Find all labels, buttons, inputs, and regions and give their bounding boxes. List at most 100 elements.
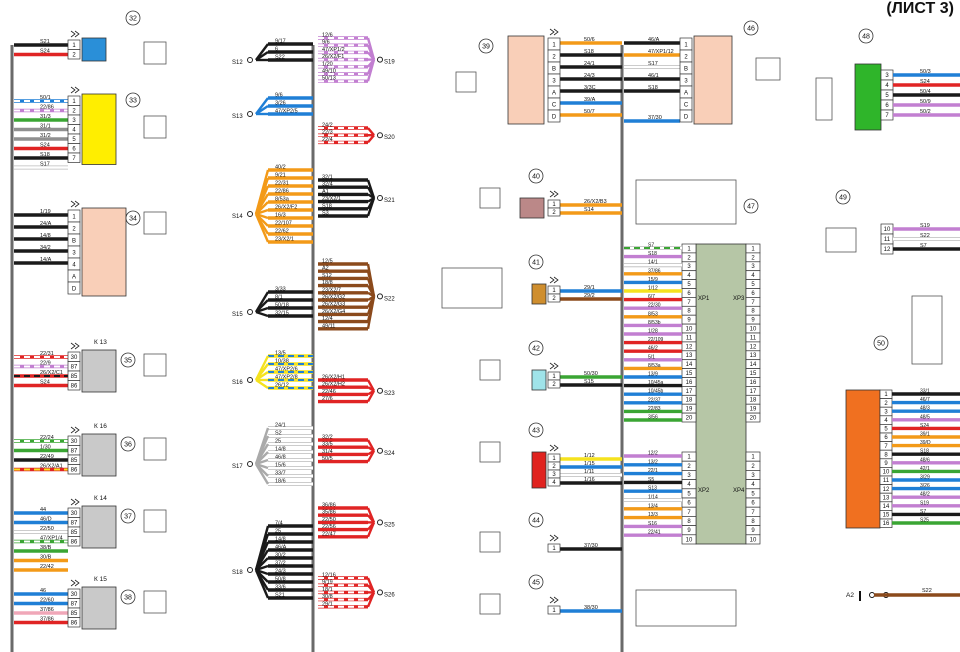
- pin-number: 2: [687, 255, 691, 261]
- splice-label: S22: [922, 588, 932, 594]
- ecu-port-label: XP1: [698, 296, 710, 302]
- wire-label: 15/9: [648, 277, 658, 283]
- pin-number: 1: [552, 43, 556, 49]
- wire-label: 24/1: [584, 61, 595, 67]
- wire-label: 33/7: [275, 471, 286, 477]
- pin-number: 3: [552, 472, 556, 478]
- component-number: 47: [747, 204, 755, 211]
- pin-cell: [547, 605, 561, 615]
- connector-face-icon: [143, 353, 167, 377]
- pin-number: 19: [750, 407, 757, 413]
- wire-label: 14/8: [275, 447, 286, 453]
- wire-label: 30/B: [40, 555, 52, 561]
- wire-label: S21: [40, 39, 50, 45]
- pin-number: 16: [883, 521, 890, 527]
- pin-number: 4: [552, 480, 556, 486]
- wire-label: 42/1: [920, 466, 930, 472]
- splice-node: [377, 293, 383, 300]
- pin-number: 4: [687, 273, 691, 279]
- component-number-badge: [528, 422, 544, 438]
- pin-number: 4: [885, 83, 889, 89]
- component-number-badge: [120, 436, 136, 452]
- splice-branch: [366, 591, 376, 608]
- pin-number: 8: [751, 309, 755, 315]
- wire-label: 8/53b: [648, 320, 661, 326]
- connector-face-icon: [825, 227, 857, 253]
- component-body: [81, 207, 127, 297]
- wire-label: 33/6: [275, 585, 286, 591]
- splice-id: S19: [384, 60, 395, 66]
- splice-id: S25: [384, 522, 395, 528]
- wire-label: 22/31: [40, 351, 54, 357]
- wire-label: 38/B: [40, 545, 52, 551]
- component-number: 50: [877, 341, 885, 348]
- wire-label: S19: [920, 223, 930, 229]
- wire-label: 12/5: [322, 259, 333, 265]
- wire-label: S14: [584, 207, 594, 213]
- pin-cell: [547, 207, 561, 217]
- pin-number: 2: [751, 464, 755, 470]
- pin-number: 5: [885, 93, 889, 99]
- pin-number: D: [684, 115, 689, 121]
- pin-number: B: [72, 239, 76, 245]
- wire-label: 32/2: [322, 435, 333, 441]
- component-number: 36: [124, 442, 132, 449]
- component-body: [81, 505, 117, 549]
- pin-number: 2: [72, 227, 76, 233]
- splice-branch: [254, 213, 270, 243]
- wire-label: S7: [920, 243, 927, 249]
- wire-label: 29/2: [584, 293, 595, 299]
- wire-label: 26/X2/H2: [322, 382, 345, 388]
- connector-face-icon: [479, 531, 501, 553]
- wire-label: S16: [648, 521, 657, 527]
- pin-number: 3: [884, 409, 888, 415]
- wire-label: 50/9: [920, 99, 931, 105]
- pin-number: 3: [552, 79, 556, 85]
- plug-arrow-icon: [549, 276, 559, 284]
- splice-id: S24: [384, 451, 395, 457]
- wire-label: S18: [648, 251, 657, 257]
- pin-number: D: [552, 115, 557, 121]
- wire-label: 22/50: [40, 526, 54, 532]
- pin-number: 13: [883, 495, 890, 501]
- pin-number: 4: [72, 127, 76, 133]
- component-number: 39: [482, 44, 490, 51]
- wire-label: 9/19: [322, 580, 333, 586]
- splice-node: [247, 111, 253, 117]
- wire-label: 3/33: [275, 287, 286, 293]
- component-number-badge: [743, 198, 759, 214]
- connector-face-icon: [755, 57, 781, 81]
- wire-label: 12/4: [322, 316, 333, 322]
- pin-number: 2: [684, 55, 688, 61]
- wire-label: S24: [40, 143, 50, 149]
- pin-number: 14: [686, 362, 693, 368]
- wire-label: 3/3C: [584, 85, 596, 91]
- wire-label: 48/6: [920, 457, 930, 463]
- pin-number: 9: [751, 528, 755, 534]
- relay-tag: К 13: [94, 339, 107, 346]
- wire-label: 47/XP1/4: [40, 536, 63, 542]
- splice-node: [377, 387, 383, 394]
- wire-label: S25: [920, 518, 929, 524]
- splice-id: S21: [384, 198, 395, 204]
- wire-label: S24: [920, 423, 929, 429]
- wire-label: 22/1: [648, 468, 658, 474]
- component-47: 4712345678910111213141516171819201234567…: [624, 179, 761, 627]
- plug-arrow-icon: [70, 426, 80, 434]
- component-number-badge: [125, 10, 141, 26]
- wire-label: 12/2: [648, 451, 658, 457]
- plug-arrow-icon: [70, 200, 80, 208]
- wire-label: 22/109: [648, 337, 664, 343]
- wire-label: S17: [40, 162, 50, 168]
- wire-label: 22/107: [275, 221, 292, 227]
- wire-label: 22/47: [322, 531, 336, 537]
- component-number-badge: [858, 28, 874, 44]
- component-number-badge: [120, 508, 136, 524]
- splice-id: S12: [232, 60, 243, 66]
- splice-node: [247, 309, 253, 315]
- pin-number: 14: [750, 362, 757, 368]
- pin-number: 9: [751, 318, 755, 324]
- wire-label: 10/38: [275, 359, 289, 365]
- wire-label: 22/62: [275, 229, 289, 235]
